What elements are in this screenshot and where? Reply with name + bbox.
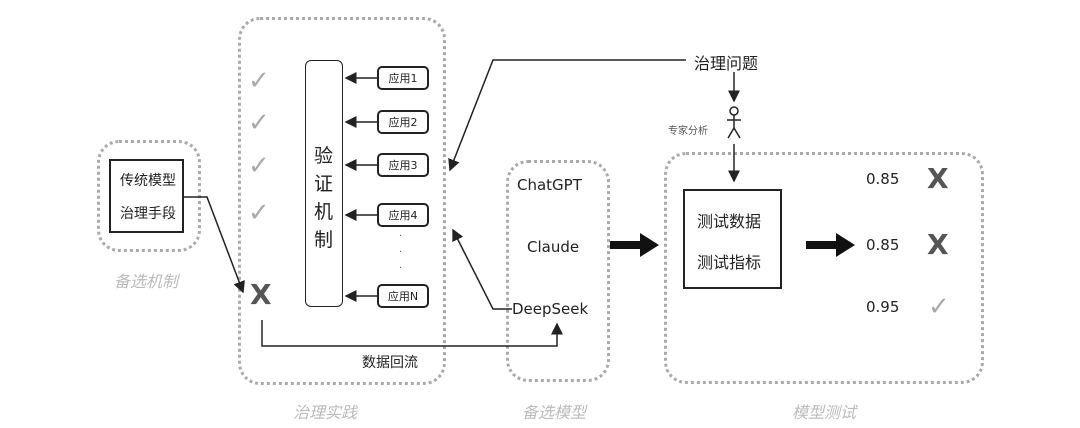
app-box: 应用N: [377, 284, 429, 308]
expert-analysis-label: 专家分析: [668, 126, 708, 137]
thick-arrow-models-to-testing: [610, 233, 659, 257]
cross-icon: X: [927, 162, 949, 195]
check-icon: ✓: [248, 108, 270, 138]
check-icon: ✓: [248, 151, 270, 181]
governance-issue-label: 治理问题: [694, 54, 759, 73]
app-box: 应用4: [377, 203, 429, 227]
verification-label-3: 机: [314, 201, 334, 223]
practice-group: [238, 17, 446, 385]
data-feedback-label: 数据回流: [362, 355, 418, 371]
alt-mechanism-group: [97, 140, 201, 252]
verification-label-1: 验: [314, 145, 334, 167]
test-metrics-label: 测试指标: [697, 253, 762, 272]
app-box: 应用1: [377, 66, 429, 90]
traditional-model-label: 传统模型: [120, 173, 176, 189]
app-box: 应用3: [377, 153, 429, 177]
testing-caption: 模型测试: [792, 403, 857, 422]
arrow-alt-to-cross: [184, 196, 245, 294]
test-data-box: 测试数据 测试指标: [683, 189, 782, 289]
model-deepseek: DeepSeek: [512, 300, 589, 318]
traditional-model-box: 传统模型 治理手段: [109, 159, 184, 233]
cross-icon: X: [927, 228, 949, 261]
app-box: 应用2: [377, 110, 429, 134]
verification-label-4: 制: [314, 229, 334, 251]
verification-mechanism-box: 验 证 机 制: [305, 60, 343, 307]
thick-arrow-test-to-scores: [806, 233, 855, 257]
governance-means-label: 治理手段: [120, 206, 176, 222]
score-value: 0.85: [866, 236, 900, 254]
arrow-issue-to-practice: [448, 59, 686, 172]
arrow-feedback: [261, 320, 563, 347]
model-chatgpt: ChatGPT: [517, 176, 582, 194]
check-icon: ✓: [248, 198, 270, 228]
check-icon: ✓: [248, 66, 270, 96]
verification-label-2: 证: [314, 173, 334, 195]
models-group: [506, 160, 610, 382]
test-data-label: 测试数据: [697, 212, 762, 231]
check-icon: ✓: [928, 292, 950, 322]
model-claude: Claude: [527, 238, 580, 256]
testing-group: [664, 152, 984, 384]
practice-caption: 治理实践: [293, 403, 358, 422]
alt-mechanism-caption: 备选机制: [114, 272, 179, 291]
models-caption: 备选模型: [522, 403, 587, 422]
score-value: 0.95: [866, 298, 900, 316]
score-value: 0.85: [866, 170, 900, 188]
ellipsis-dot: ·: [399, 263, 403, 274]
expert-icon: [727, 106, 741, 139]
arrow-deepseek-to-practice: [452, 228, 512, 310]
cross-icon: X: [250, 278, 272, 311]
ellipsis-dot: ·: [399, 231, 403, 242]
ellipsis-dot: ·: [399, 247, 403, 258]
